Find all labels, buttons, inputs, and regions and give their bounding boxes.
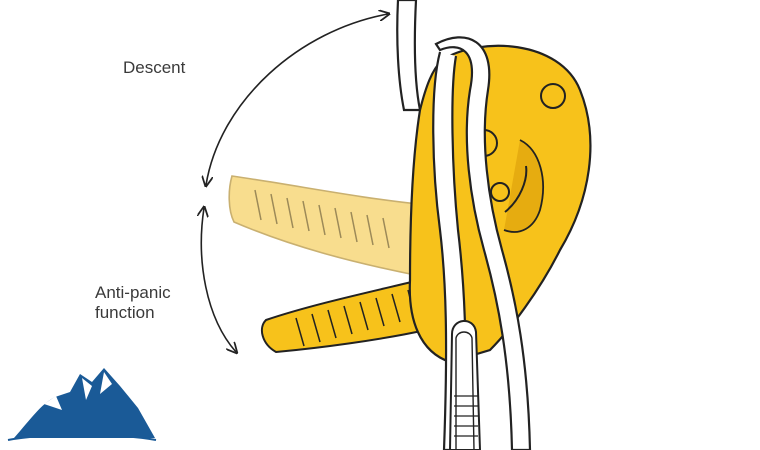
mountain-logo-icon [7, 368, 157, 441]
descent-arrow-icon [206, 14, 388, 185]
rope-top [396, 0, 422, 112]
anti-panic-label: Anti-panic function [95, 283, 171, 323]
handle-descent-position [228, 175, 421, 277]
descent-label: Descent [123, 58, 186, 77]
anti-panic-arrow-icon [201, 208, 236, 352]
anti-panic-label-line1: Anti-panic [95, 283, 171, 302]
carabiner [448, 320, 482, 450]
anti-panic-label-line2: function [95, 303, 155, 322]
handle-anti-panic-position [260, 278, 428, 354]
